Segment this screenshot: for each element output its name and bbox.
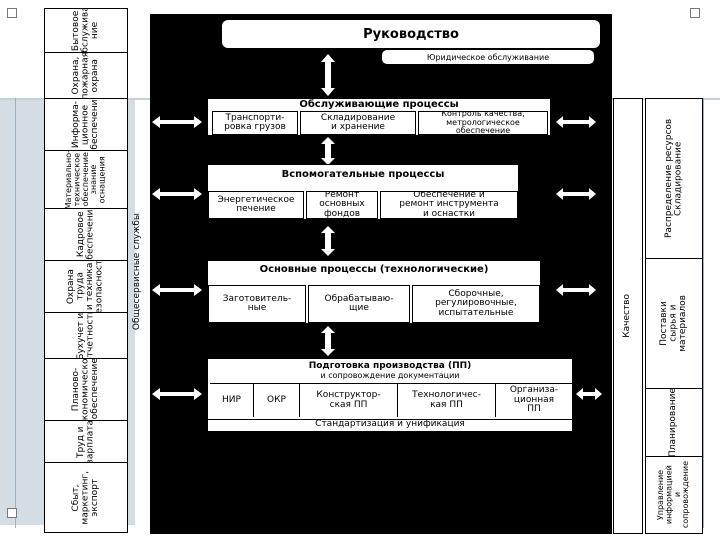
right-side-label-strip: Качество [613, 98, 643, 534]
auxiliary-item-1: Ремонт основных фондов [306, 191, 378, 219]
production-prep-subtitle: и сопровождение документации [320, 371, 460, 380]
management-title: Руководство [363, 26, 459, 42]
left-item-8: Труд и зарплата [45, 421, 127, 463]
legal-service-box: Юридическое обслуживание [382, 50, 594, 64]
auxiliary-item-0: Энергетическое печение [208, 191, 304, 219]
service-item-0: Транспорти- ровка грузов [212, 111, 298, 135]
left-item-5: Охрана труда и техника безопасности [45, 261, 127, 313]
right-column: Распределение ресурсов Складирование Пос… [645, 98, 703, 534]
arrow-auxiliary-main [321, 226, 335, 256]
right-item-1: Поставки сырья и материалов [646, 259, 702, 389]
legal-service-label: Юридическое обслуживание [426, 52, 550, 62]
corner-square-top-left [7, 8, 17, 18]
arrow-left-prep [152, 388, 202, 400]
prep-item-3: Технологичес- кая ПП [398, 383, 496, 417]
main-processes-title: Основные процессы (технологические) [259, 264, 489, 275]
left-item-4: Кадровое обеспечение [45, 209, 127, 261]
left-item-9: Сбыт, маркетинг, экспорт [70, 470, 100, 525]
corner-square-bottom-left [7, 508, 17, 518]
arrow-right-prep [576, 388, 602, 400]
right-side-label: Качество [622, 294, 633, 338]
arrow-left-auxiliary [152, 188, 202, 200]
auxiliary-processes-block: Вспомогательные процессы Энергетическое … [207, 164, 519, 220]
arrow-right-main [556, 284, 596, 296]
main-item-2: Сборочные, регулировочные, испытательные [412, 285, 540, 323]
arrow-left-main [152, 284, 202, 296]
left-item-3: Материально- техническое обеспечение зна… [45, 151, 127, 209]
left-item-2: Информа- ционное обеспечение [45, 99, 127, 151]
corner-square-top-right [690, 8, 700, 18]
right-item-3: Управление информацией и сопровождение [656, 461, 691, 529]
service-item-2: Контроль качества, метрологическое обесп… [418, 111, 548, 135]
main-item-0: Заготовитель- ные [208, 285, 306, 323]
left-item-7: Планово- экономическое обеспечение [45, 359, 127, 421]
left-item-6: Бухучет и отчетность [45, 313, 127, 359]
management-box: Руководство [222, 20, 600, 48]
auxiliary-item-2: Обеспечение и ремонт инструмента и оснас… [380, 191, 518, 219]
left-item-1: Охрана, пожарная охрана [45, 53, 127, 99]
background-right-line [703, 98, 704, 528]
right-item-0: Распределение ресурсов Складирование [646, 99, 702, 259]
prep-item-0: НИР [210, 383, 254, 417]
left-item-0: Бытовое обслужива- ние [45, 9, 127, 53]
service-processes-title: Обслуживающие процессы [299, 99, 459, 110]
service-item-1: Складирование и хранение [300, 111, 416, 135]
right-item-2: Планирование [646, 389, 702, 457]
arrow-left-service [152, 116, 202, 128]
production-prep-footer: Стандартизация и унификация [208, 419, 572, 431]
left-side-label: Общесервисные службы [132, 212, 143, 331]
auxiliary-processes-title: Вспомогательные процессы [281, 169, 445, 180]
production-prep-title: Подготовка производства (ПП) [308, 361, 472, 371]
main-processes-block: Основные процессы (технологические) Заго… [207, 260, 541, 324]
prep-item-2: Конструктор- ская ПП [300, 383, 398, 417]
arrow-management-service [321, 54, 335, 96]
background-left-line [15, 98, 16, 528]
arrow-right-service [556, 116, 596, 128]
prep-item-4: Организа- ционная ПП [496, 383, 572, 417]
main-item-1: Обрабатываю- щие [308, 285, 410, 323]
service-processes-block: Обслуживающие процессы Транспорти- ровка… [207, 98, 551, 136]
arrow-right-auxiliary [556, 188, 596, 200]
arrow-main-prep [321, 326, 335, 356]
left-column: Бытовое обслужива- ние Охрана, пожарная … [44, 8, 128, 533]
production-prep-block: Подготовка производства (ПП) и сопровожд… [207, 358, 573, 432]
arrow-service-auxiliary [321, 137, 335, 165]
prep-item-1: ОКР [254, 383, 300, 417]
